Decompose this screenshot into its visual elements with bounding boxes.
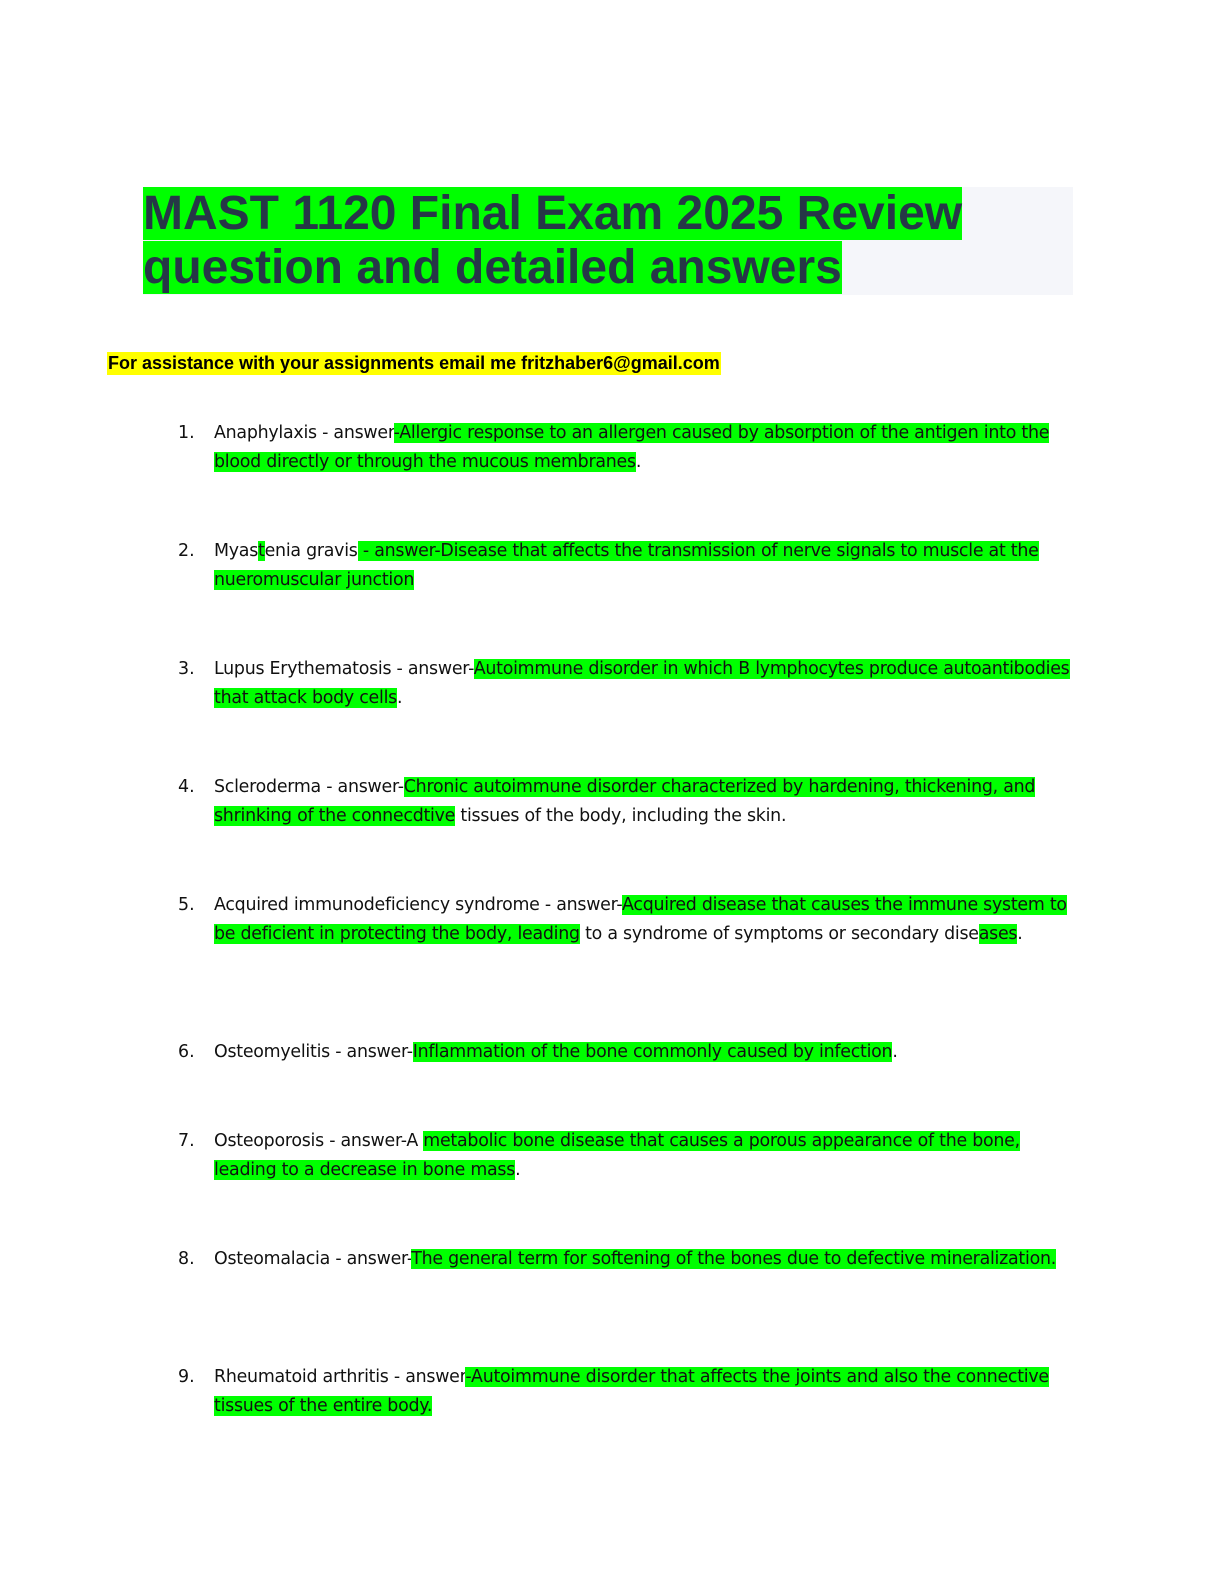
item-text: Myastenia gravis - answer-Disease that a… bbox=[214, 537, 1086, 595]
item-text-plain: to a syndrome of symptoms or secondary d… bbox=[579, 924, 979, 944]
item-term: Scleroderma - answer- bbox=[214, 777, 404, 797]
item-text: Anaphylaxis - answer-Allergic response t… bbox=[214, 419, 1086, 477]
item-term: Osteomyelitis - answer- bbox=[214, 1042, 413, 1062]
item-text-plain: . bbox=[515, 1160, 521, 1180]
assistance-notice: For assistance with your assignments ema… bbox=[107, 352, 721, 375]
item-text: Osteomalacia - answer-The general term f… bbox=[214, 1245, 1086, 1274]
item-text-highlight: ases bbox=[978, 924, 1018, 944]
item-text-plain: . bbox=[892, 1042, 898, 1062]
item-text-plain: tissues of the body, including the skin. bbox=[455, 806, 787, 826]
item-term: Osteoporosis - answer-A bbox=[214, 1131, 424, 1151]
item-term: Acquired immunodeficiency syndrome - ans… bbox=[214, 895, 623, 915]
item-number: 6. bbox=[178, 1042, 195, 1062]
item-term: Myas bbox=[214, 541, 259, 561]
item-number: 4. bbox=[178, 777, 195, 797]
item-text-highlight: t bbox=[258, 541, 265, 561]
item-number: 8. bbox=[178, 1249, 195, 1269]
item-number: 5. bbox=[178, 895, 195, 915]
item-text-plain: . bbox=[1017, 924, 1023, 944]
title-block: MAST 1120 Final Exam 2025 Review questio… bbox=[143, 187, 1073, 295]
item-text: Osteoporosis - answer-A metabolic bone d… bbox=[214, 1127, 1086, 1185]
item-answer-highlight: Inflammation of the bone commonly caused… bbox=[412, 1042, 893, 1062]
item-text: Rheumatoid arthritis - answer-Autoimmune… bbox=[214, 1363, 1086, 1421]
item-text: Acquired immunodeficiency syndrome - ans… bbox=[214, 891, 1086, 949]
item-term: Anaphylaxis - answer bbox=[214, 423, 394, 443]
item-text-plain: . bbox=[396, 688, 403, 708]
item-text: Osteomyelitis - answer-Inflammation of t… bbox=[214, 1038, 1086, 1067]
item-term: Lupus Erythematosis - answer- bbox=[214, 659, 474, 679]
title-line-2: question and detailed answers bbox=[143, 241, 842, 294]
item-term: Rheumatoid arthritis - answer bbox=[214, 1367, 466, 1387]
item-number: 2. bbox=[178, 541, 195, 561]
item-text: Lupus Erythematosis - answer-Autoimmune … bbox=[214, 655, 1086, 713]
item-answer-highlight: The general term for softening of the bo… bbox=[411, 1249, 1057, 1269]
title-line-1: MAST 1120 Final Exam 2025 Review bbox=[143, 187, 963, 240]
item-term: Osteomalacia - answer- bbox=[214, 1249, 412, 1269]
item-text: Scleroderma - answer-Chronic autoimmune … bbox=[214, 773, 1086, 831]
document-title: MAST 1120 Final Exam 2025 Review questio… bbox=[143, 187, 1073, 295]
item-number: 1. bbox=[178, 423, 195, 443]
item-text-plain: . bbox=[635, 452, 642, 472]
item-number: 7. bbox=[178, 1131, 195, 1151]
item-term: enia gravis bbox=[264, 541, 358, 561]
item-number: 3. bbox=[178, 659, 195, 679]
item-number: 9. bbox=[178, 1367, 195, 1387]
